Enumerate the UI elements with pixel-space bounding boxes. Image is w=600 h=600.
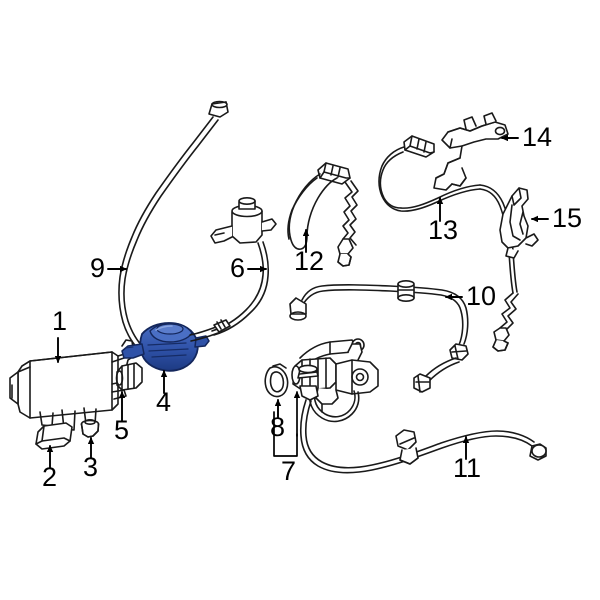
callout-label-12: 12 [294, 246, 325, 276]
part-vapor-line [289, 279, 469, 361]
hose-stub-left [189, 319, 231, 342]
part-oxygen-sensor-upstream [287, 162, 359, 267]
part-grommet [80, 418, 100, 438]
callout-label-10: 10 [466, 281, 497, 311]
callout-label-2: 2 [42, 462, 58, 492]
part-canister-bracket [35, 422, 73, 450]
part-fuel-feed-line [297, 364, 547, 474]
part-fuel-pump-assembly [291, 338, 379, 423]
part-vent-line [118, 100, 229, 352]
callout-label-1: 1 [52, 306, 68, 336]
part-vent-hose-assembly [210, 197, 277, 336]
callout-label-9: 9 [90, 253, 106, 283]
part-hose-connector [115, 362, 143, 391]
line-stub-upper-right [413, 357, 460, 393]
callout-label-6: 6 [230, 253, 246, 283]
callout-label-8: 8 [270, 412, 286, 442]
part-seal-ring [264, 363, 289, 398]
callout-label-15: 15 [552, 203, 583, 233]
part-harness-clip [499, 187, 539, 259]
callout-label-11: 11 [453, 453, 482, 483]
callout-leaders [46, 134, 549, 469]
callout-label-14: 14 [522, 122, 553, 152]
callout-label-5: 5 [114, 415, 130, 445]
part-purge-valve-highlighted [121, 322, 210, 372]
callout-label-7: 7 [281, 456, 297, 486]
callout-label-4: 4 [156, 387, 172, 417]
part-harness-bracket [433, 112, 509, 191]
callout-label-3: 3 [83, 452, 99, 482]
callout-label-13: 13 [428, 215, 459, 245]
